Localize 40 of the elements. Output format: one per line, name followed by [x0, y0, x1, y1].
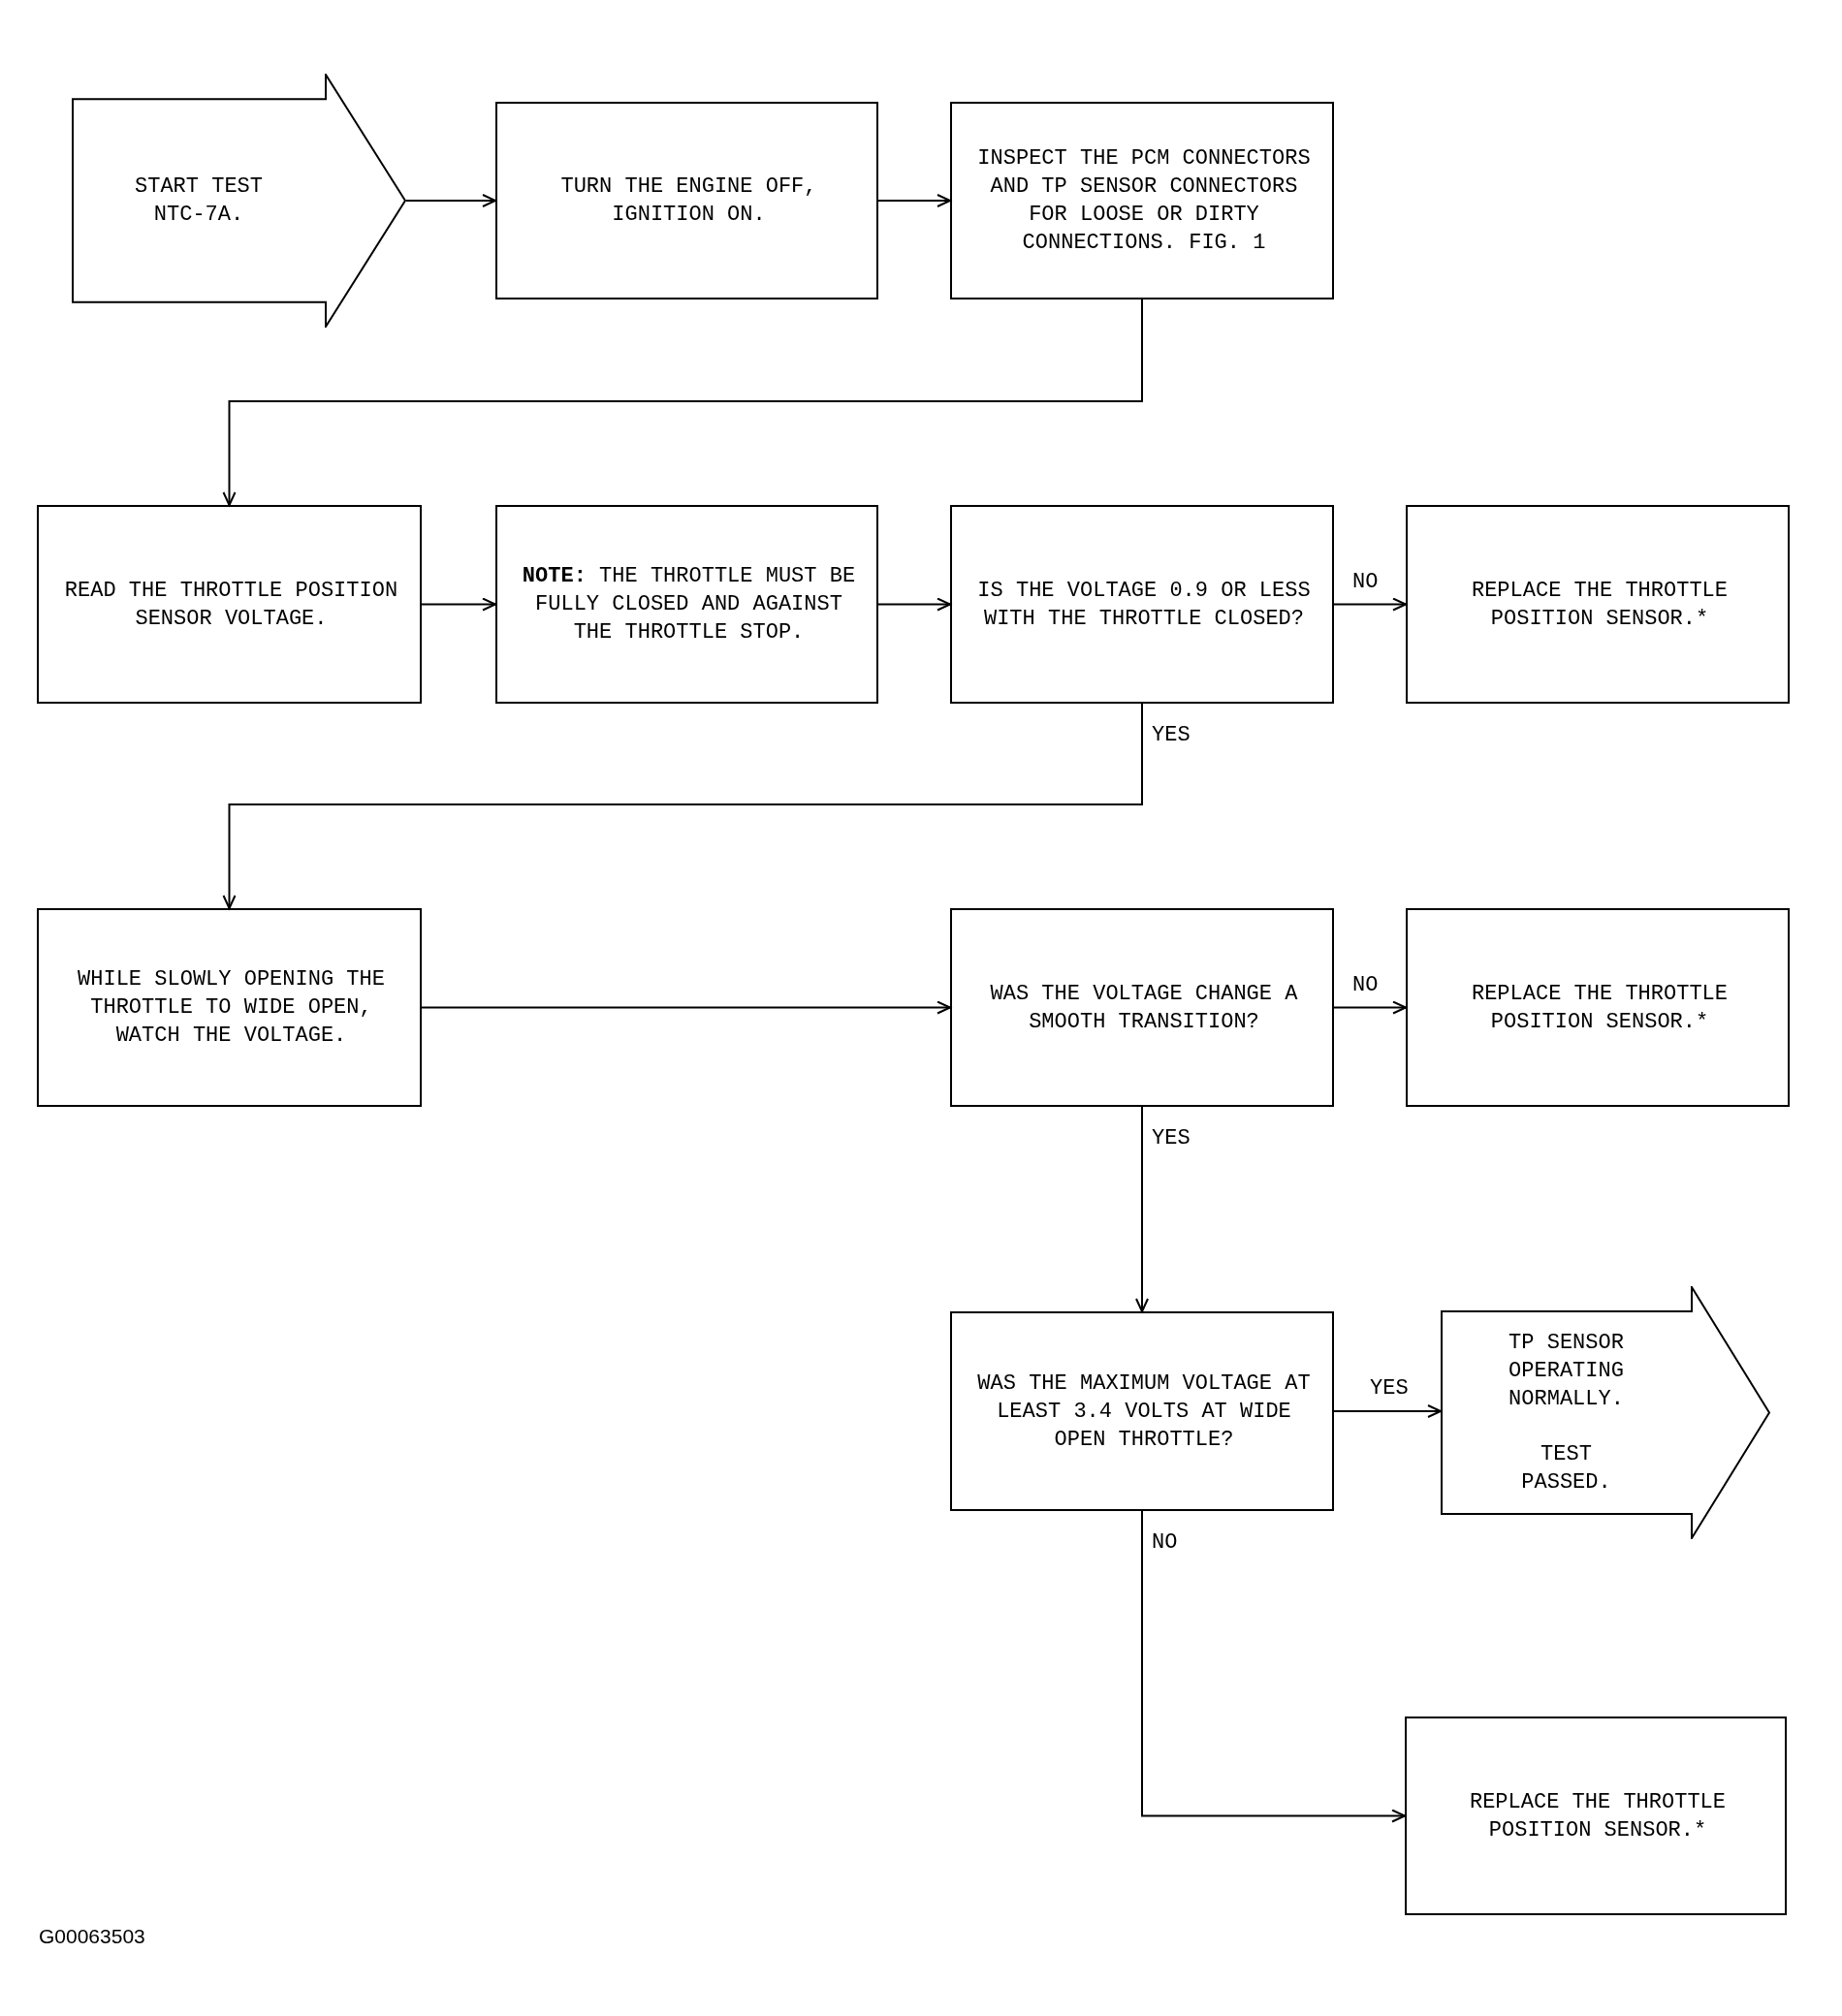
box-text: WAS THE VOLTAGE CHANGE A SMOOTH TRANSITION? [989, 980, 1299, 1036]
arrow [877, 597, 951, 612]
box-text: TP SENSOR OPERATING NORMALLY. [1508, 1330, 1625, 1413]
arrow [222, 299, 1143, 506]
arrow-shape [1441, 1286, 1770, 1539]
figure-code: G00063503 [39, 1925, 145, 1948]
box-text: TURN THE ENGINE OFF, IGNITION ON. [559, 173, 818, 229]
box-text: NOTE: THE THROTTLE MUST BE FULLY CLOSED AND AGAINST THE THROTTLE STOP. [521, 563, 857, 646]
process-box [1406, 908, 1790, 1107]
box-text: IS THE VOLTAGE 0.9 OR LESS WITH THE THROTTLE CLOSED? [976, 577, 1312, 633]
decision-box [950, 505, 1334, 704]
arrow [1135, 1106, 1149, 1312]
arrow [421, 597, 496, 612]
box-text: TEST PASSED. [1520, 1441, 1612, 1496]
box-text: INSPECT THE PCM CONNECTORS AND TP SENSOR CONNECTORS FOR LOOSE OR DIRTY CONNECTIONS. FIG. 1 [976, 145, 1312, 257]
box-text: WHILE SLOWLY OPENING THE THROTTLE TO WIDE OPEN, WATCH THE VOLTAGE. [77, 966, 386, 1050]
process-box [1405, 1717, 1787, 1915]
box-text: START TEST NTC-7A. [134, 173, 264, 229]
arrow [1141, 1510, 1406, 1823]
box-text: REPLACE THE THROTTLE POSITION SENSOR.* [1470, 577, 1729, 633]
decision-box [950, 908, 1334, 1107]
arrow [1333, 1000, 1407, 1015]
box-text: WAS THE MAXIMUM VOLTAGE AT LEAST 3.4 VOLTS AT WIDE OPEN THROTTLE? [976, 1370, 1312, 1454]
arrow [877, 194, 951, 207]
decision-box [950, 1311, 1334, 1511]
arrow-shape [72, 74, 406, 328]
box-text: READ THE THROTTLE POSITION SENSOR VOLTAGE. [63, 577, 399, 633]
process-box [950, 102, 1334, 299]
process-box [495, 102, 878, 299]
arrow [1333, 1404, 1442, 1418]
arrow [405, 194, 496, 207]
arrow [1333, 597, 1407, 612]
process-box [1406, 505, 1790, 704]
arrow [222, 703, 1143, 909]
box-text: REPLACE THE THROTTLE POSITION SENSOR.* [1468, 1788, 1727, 1844]
process-box [37, 908, 422, 1107]
arrow [421, 1000, 951, 1015]
process-box [495, 505, 878, 704]
box-text: REPLACE THE THROTTLE POSITION SENSOR.* [1470, 980, 1729, 1036]
process-box [37, 505, 422, 704]
